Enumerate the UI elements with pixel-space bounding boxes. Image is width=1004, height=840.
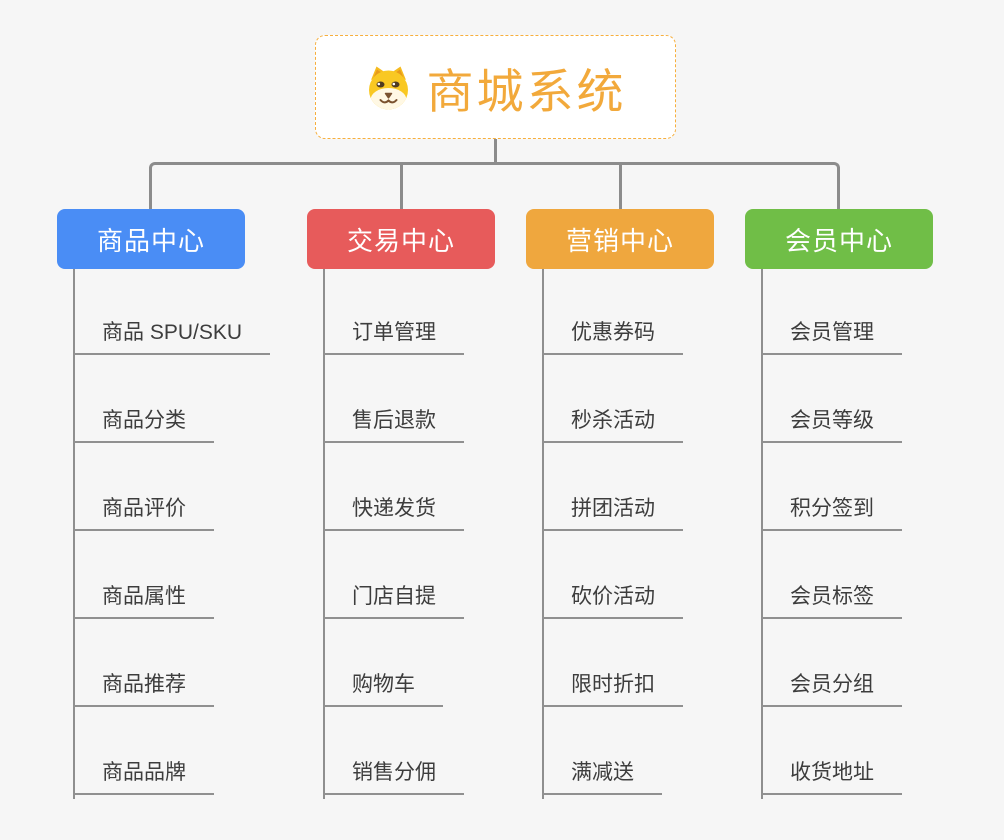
dog-mascot-icon xyxy=(368,66,408,109)
leaf-node[interactable]: 商品品牌 xyxy=(73,759,214,795)
leaf-node[interactable]: 限时折扣 xyxy=(542,671,683,707)
leaf-node[interactable]: 拼团活动 xyxy=(542,495,683,531)
branch-spine-connector xyxy=(73,269,75,799)
leaf-node[interactable]: 门店自提 xyxy=(323,583,464,619)
branch-spine-connector xyxy=(542,269,544,799)
branch-drop-connector xyxy=(619,162,622,209)
leaf-node[interactable]: 售后退款 xyxy=(323,407,464,443)
leaf-node[interactable]: 商品属性 xyxy=(73,583,214,619)
leaf-node[interactable]: 秒杀活动 xyxy=(542,407,683,443)
leaf-node[interactable]: 会员标签 xyxy=(761,583,902,619)
leaf-node[interactable]: 砍价活动 xyxy=(542,583,683,619)
leaf-node[interactable]: 优惠券码 xyxy=(542,319,683,355)
leaf-node[interactable]: 商品推荐 xyxy=(73,671,214,707)
leaf-node[interactable]: 商品评价 xyxy=(73,495,214,531)
leaf-node[interactable]: 快递发货 xyxy=(323,495,464,531)
branch-bracket-connector xyxy=(149,162,840,209)
leaf-node[interactable]: 销售分佣 xyxy=(323,759,464,795)
leaf-node[interactable]: 购物车 xyxy=(323,671,443,707)
leaf-node[interactable]: 商品分类 xyxy=(73,407,214,443)
root-title: 商城系统 xyxy=(426,64,627,118)
branch-node-marketing-center[interactable]: 营销中心 xyxy=(526,209,714,269)
leaf-node[interactable]: 会员等级 xyxy=(761,407,902,443)
leaf-node[interactable]: 订单管理 xyxy=(323,319,464,355)
leaf-node[interactable]: 收货地址 xyxy=(761,759,902,795)
branch-spine-connector xyxy=(323,269,325,799)
branch-node-product-center[interactable]: 商品中心 xyxy=(57,209,245,269)
branch-spine-connector xyxy=(761,269,763,799)
leaf-node[interactable]: 会员分组 xyxy=(761,671,902,707)
branch-node-trade-center[interactable]: 交易中心 xyxy=(307,209,495,269)
root-stem-connector xyxy=(494,139,497,164)
branch-node-member-center[interactable]: 会员中心 xyxy=(745,209,933,269)
leaf-node[interactable]: 积分签到 xyxy=(761,495,902,531)
root-node[interactable]: 商城系统 xyxy=(315,35,676,139)
leaf-node[interactable]: 满减送 xyxy=(542,759,662,795)
leaf-node[interactable]: 商品 SPU/SKU xyxy=(73,319,271,355)
branch-drop-connector xyxy=(400,162,403,209)
leaf-node[interactable]: 会员管理 xyxy=(761,319,902,355)
